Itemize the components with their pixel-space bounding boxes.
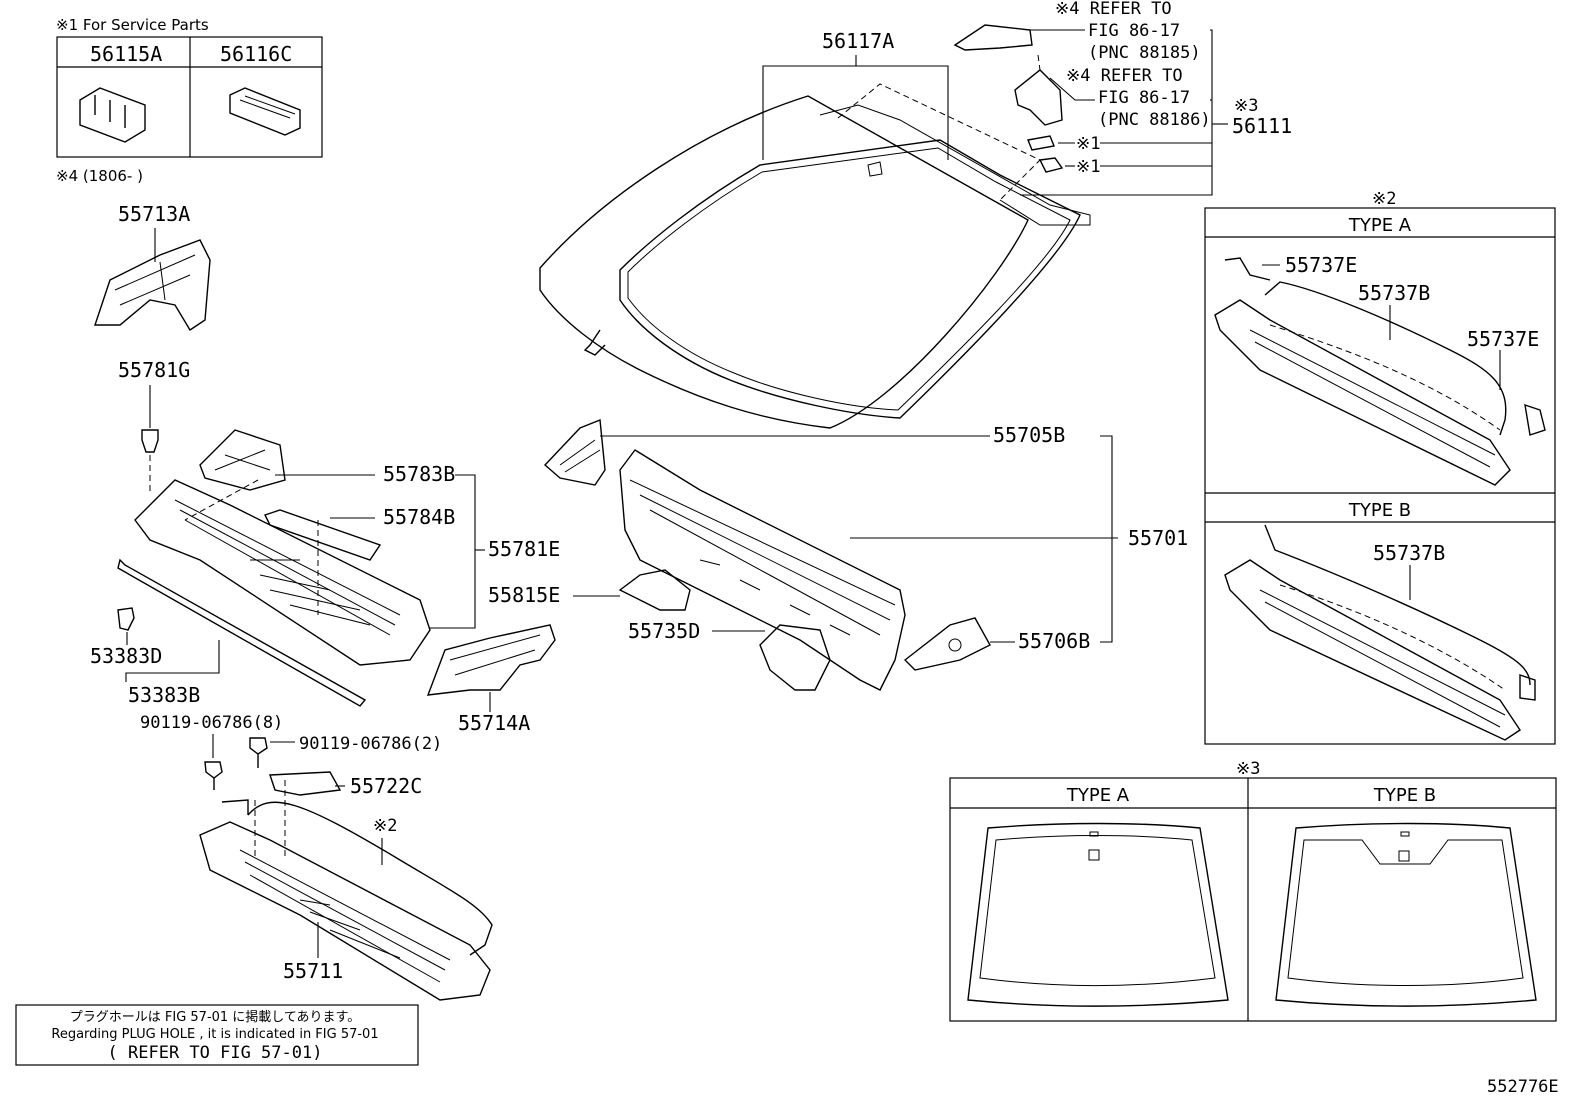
label-55784B[interactable]: 55784B [383,505,455,529]
cowl-panel-55701-drawing [619,449,906,691]
mark-3-right: ※3 [1234,96,1258,116]
label-55735D[interactable]: 55735D [628,619,700,643]
label-55783B[interactable]: 55783B [383,462,455,486]
glass-type-b-drawing [1275,822,1537,1007]
figure-id: 552776E [1487,1077,1559,1097]
plug-note-en: Regarding PLUG HOLE , it is indicated in… [51,1027,378,1042]
bracket-55722c-drawing [269,771,342,796]
pad-small-drawing [1027,135,1064,173]
label-56117A[interactable]: 56117A [822,29,894,53]
label-55737E-b[interactable]: 55737E [1467,327,1539,351]
mirror-bracket-88186-drawing [1014,54,1063,126]
label-53383B[interactable]: 53383B [128,683,200,707]
seal-strip-53383b-drawing [117,558,367,707]
glass-type-a-drawing [967,822,1229,1007]
mark-1-b: ※1 [1076,157,1100,177]
part-55713a-drawing [94,239,211,331]
plug-note-refer: ( REFER TO FIG 57-01) [108,1043,323,1063]
plug-hole-note: プラグホールは FIG 57-01 に掲載してあります。 Regarding P… [15,1004,419,1066]
label-55737B-b[interactable]: 55737B [1373,541,1445,565]
refer-2-line2: FIG 86-17 [1098,88,1190,108]
refer-1-line3[interactable]: (PNC 88185) [1088,43,1201,63]
cowl-louver-assembly-drawing [134,429,431,666]
label-55701[interactable]: 55701 [1128,526,1188,550]
panel-55711-drawing [199,780,493,1001]
glass-type-b-header: TYPE B [1373,785,1436,806]
service-part-56116C[interactable]: 56116C [220,42,292,66]
label-55737B-a[interactable]: 55737B [1358,281,1430,305]
refer-1-line2: FIG 86-17 [1088,21,1180,41]
label-55714A[interactable]: 55714A [458,711,530,735]
service-parts-box: ※1 For Service Parts 56115A 56116C [56,16,323,158]
type-b-header: TYPE B [1348,500,1411,521]
mark-2-left: ※2 [373,816,397,836]
label-55781G[interactable]: 55781G [118,358,190,382]
type-a-header: TYPE A [1348,215,1412,236]
type-box-hose: TYPE A TYPE B [1204,207,1556,745]
bolt-drawing-b [249,737,268,768]
windshield-glass-drawing [539,83,1091,429]
type-box-glass: TYPE A TYPE B [949,777,1557,1022]
refer-2-line1: ※4 REFER TO [1066,66,1183,86]
clip-55781g-drawing [141,429,159,495]
service-part-56115A[interactable]: 56115A [90,42,162,66]
clip-56115a-drawing [79,87,146,143]
part-55705b-drawing [543,419,606,486]
label-56111[interactable]: 56111 [1232,114,1292,138]
label-53383D[interactable]: 53383D [90,644,162,668]
label-55711[interactable]: 55711 [283,959,343,983]
label-55705B[interactable]: 55705B [993,423,1065,447]
mark-2-right: ※2 [1372,189,1396,209]
part-55714a-drawing [426,624,556,696]
type-a-hose-drawing [1214,257,1546,486]
pad-56116c-drawing [229,87,301,136]
label-55706B[interactable]: 55706B [1018,629,1090,653]
label-55713A[interactable]: 55713A [118,202,190,226]
plug-note-jp: プラグホールは FIG 57-01 に掲載してあります。 [70,1009,360,1025]
part-55706b-drawing [903,617,991,671]
label-55737E-a[interactable]: 55737E [1285,253,1357,277]
bolt-drawing-a [204,761,223,790]
date-note: ※4 (1806- ) [56,167,143,185]
mark-1-a: ※1 [1076,134,1100,154]
refer-1-line1: ※4 REFER TO [1055,0,1172,19]
part-55815e-drawing [618,569,691,611]
label-90119-06786-2[interactable]: 90119-06786(2) [299,734,442,754]
service-parts-header: ※1 For Service Parts [56,16,209,34]
type-b-hose-drawing [1224,524,1536,741]
label-55722C[interactable]: 55722C [350,774,422,798]
label-90119-06786-8[interactable]: 90119-06786(8) [140,713,283,733]
refer-2-line3[interactable]: (PNC 88186) [1098,110,1211,130]
bracket-88185-drawing [953,24,1033,51]
mark-3-bottom: ※3 [1236,759,1260,779]
clip-53383d-drawing [117,607,135,631]
part-55735d-drawing [759,624,831,691]
label-55781E[interactable]: 55781E [488,537,560,561]
glass-type-a-header: TYPE A [1066,785,1130,806]
label-55815E[interactable]: 55815E [488,583,560,607]
